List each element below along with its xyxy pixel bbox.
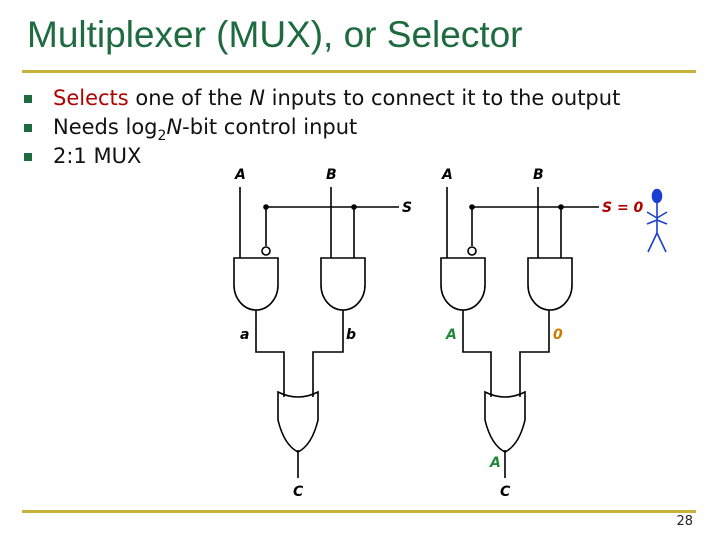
footer-rule [22,510,696,513]
bullet-1-text-a: one of the [128,86,250,110]
bullet-1-n: N [249,86,265,110]
bullet-list: Selects one of the N inputs to connect i… [24,84,620,171]
right-junction-dot [469,204,475,210]
left-mux-circuit [233,187,399,478]
right-junction-dot [558,204,564,210]
left-junction-dot [351,204,357,210]
bullet-item-1: Selects one of the N inputs to connect i… [24,84,620,113]
bullet-2-n: N [166,115,183,139]
right-input-a-label: A [441,167,453,183]
left-or-gate [277,390,319,453]
right-and-gate-1 [440,257,486,311]
left-junction-dot [263,204,269,210]
bullet-2-text-a: Needs log [53,115,158,139]
right-or-gate [484,390,526,453]
right-or-output-label: A [489,455,501,471]
bullet-1-text-b: inputs to connect it to the output [264,86,621,110]
left-and2-output-label: b [346,327,356,343]
left-and-gate-1 [233,257,279,311]
bullet-1-highlight: Selects [53,86,129,110]
right-and2-output-label: 0 [553,327,563,343]
right-select-label: S = 0 [602,200,644,216]
square-bullet-icon [24,95,32,103]
right-mux-circuit [440,187,599,478]
left-input-b-label: B [326,167,337,183]
right-wire-and2-to-or [519,310,550,397]
right-and-gate-2 [527,257,573,311]
right-output-label: C [500,484,511,500]
right-and1-output-label: A [445,327,457,343]
bullet-3-text: 2:1 MUX [53,144,142,168]
right-input-b-label: B [533,167,544,183]
left-input-a-label: A [234,167,246,183]
slide-title: Multiplexer (MUX), or Selector [27,14,523,55]
square-bullet-icon [24,124,32,132]
right-inverter-bubble [467,246,477,256]
left-wire-and1-to-or [255,310,285,397]
left-wire-and2-to-or [312,310,344,397]
left-inverter-bubble [261,246,271,256]
right-wire-and1-to-or [462,310,492,397]
title-underline [22,70,696,73]
left-and-gate-2 [320,257,366,311]
bullet-item-3: 2:1 MUX [24,142,620,171]
square-bullet-icon [24,153,32,161]
left-select-label: S [402,200,412,216]
bullet-2-subscript: 2 [157,128,167,144]
person-icon [646,188,668,253]
bullet-2-text-b: -bit control input [182,115,358,139]
left-and1-output-label: a [240,327,249,343]
page-number: 28 [676,514,693,529]
bullet-item-2: Needs log2N-bit control input [24,113,620,144]
left-output-label: C [293,484,304,500]
